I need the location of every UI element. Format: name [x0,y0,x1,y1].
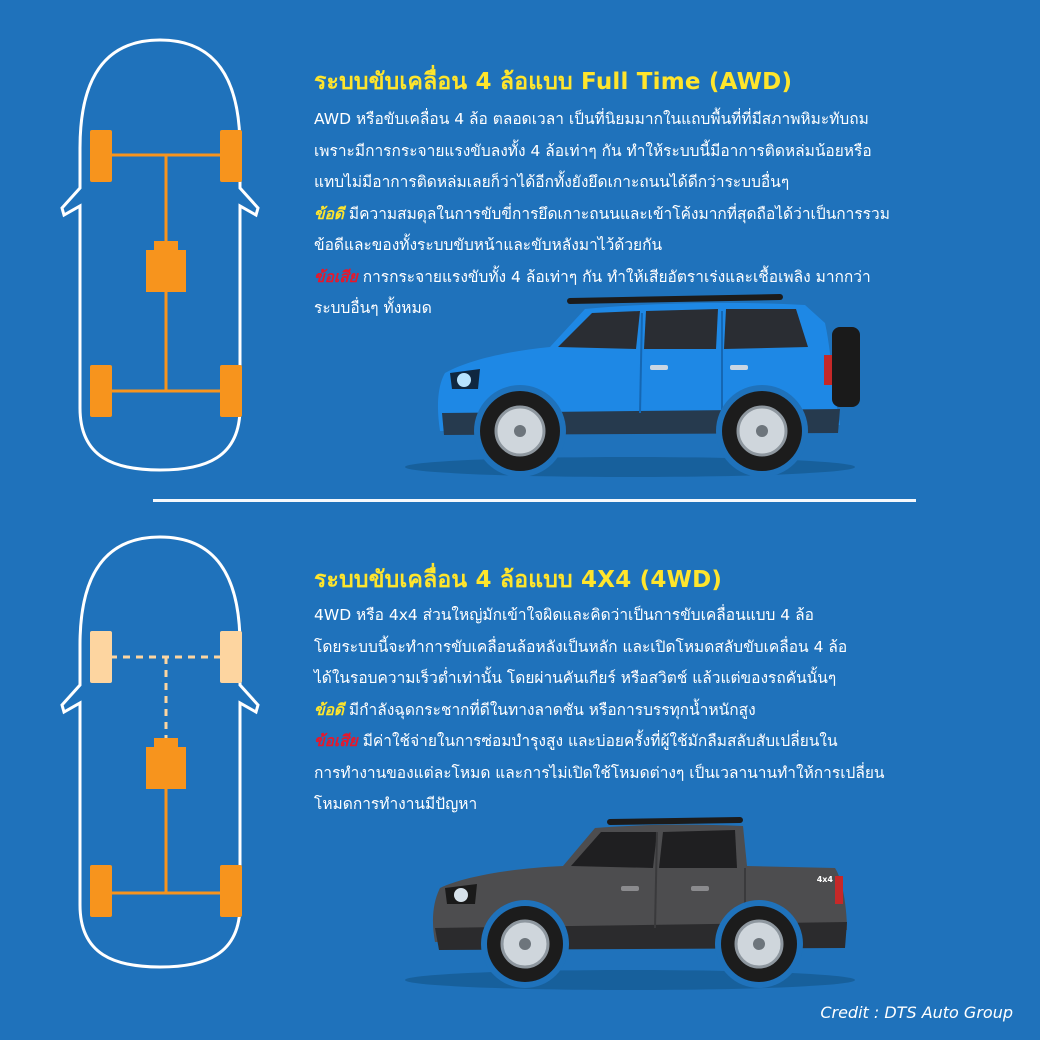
pickup-illustration: 4x4 [405,817,855,990]
pickup-door-line [654,831,658,929]
suv-spare-tire [832,327,860,407]
awd-pro-row: ข้อดี มีความสมดุลในการขับขี่การยึดเกาะถน… [314,199,1014,231]
pickup-rear-hub [753,938,765,950]
pickup-front-door-handle [621,886,639,891]
suv-roof-rack [567,294,783,304]
pickup-roof-rack [607,817,743,825]
pickup-rear-door-handle [691,886,709,891]
4wd-con-text-1: มีค่าใช้จ่ายในการซ่อมบำรุงสูง และบ่อยครั… [362,732,838,750]
4wd-section-body: 4WD หรือ 4x4 ส่วนใหญ่มักเข้าใจผิดและคิดว… [314,600,1014,821]
rear-left-wheel [90,365,112,417]
awd-pro-text-2: ข้อดีและของทั้งระบบขับหน้าและขับหลังมาไว… [314,236,663,254]
suv-front-hub [514,425,526,437]
front-left-wheel [90,130,112,182]
transfer-case-top [154,241,178,251]
awd-drivetrain-diagram [60,38,260,472]
awd-section-body: AWD หรือขับเคลื่อน 4 ล้อ ตลอดเวลา เป็นที… [314,104,1014,325]
rear-right-wheel [220,865,242,917]
4wd-pro-text-1: มีกำลังฉุดกระชากที่ดีในทางลาดชัน หรือการ… [348,700,756,719]
suv-front-window [644,309,718,349]
pickup-front-hub [519,938,531,950]
section-divider [153,499,916,502]
front-left-wheel-inactive [90,631,112,683]
suv-tail-light [824,355,834,385]
transfer-case [146,250,186,292]
rear-left-wheel [90,865,112,917]
4wd-pro-row: ข้อดี มีกำลังฉุดกระชากที่ดีในทางลาดชัน ห… [314,695,1014,727]
4wd-con-text-2: การทำงานของแต่ละโหมด และการไม่เปิดใช้โหม… [314,763,885,782]
awd-con-text-1: การกระจายแรงขับทั้ง 4 ล้อเท่าๆ กัน ทำให้… [362,267,871,286]
suv-illustration [405,294,860,477]
suv-rear-window [724,309,808,349]
4wd-con-row: ข้อเสีย มีค่าใช้จ่ายในการซ่อมบำรุงสูง แล… [314,726,1014,758]
suv-headlight-lens [457,373,471,387]
suv-door-line-front [639,312,643,414]
rear-right-wheel [220,365,242,417]
suv-windshield [558,311,640,349]
awd-pro-text-1: มีความสมดุลในการขับขี่การยึดเกาะถนนและเข… [348,204,890,223]
credit-text: Credit : DTS Auto Group [820,1003,1013,1022]
pickup-4x4-badge: 4x4 [817,875,834,884]
pickup-headlight-lens [454,888,468,902]
awd-section-title: ระบบขับเคลื่อน 4 ล้อแบบ Full Time (AWD) [314,69,793,95]
pickup-windshield [571,832,657,868]
awd-line-1: AWD หรือขับเคลื่อน 4 ล้อ ตลอดเวลา เป็นที… [314,110,869,128]
4wd-con-text-3: โหมดการทำงานมีปัญหา [314,795,478,813]
pickup-cab-window [659,830,737,868]
4wd-con-label: ข้อเสีย [314,732,358,750]
awd-line-3: แทบไม่มีอาการติดหล่มเลยก็ว่าได้อีกทั้งยั… [314,173,790,191]
awd-con-label: ข้อเสีย [314,267,358,286]
4wd-section-title: ระบบขับเคลื่อน 4 ล้อแบบ 4X4 (4WD) [314,567,723,593]
suv-rear-hub [756,425,768,437]
pickup-tail-light [835,876,843,904]
front-right-wheel-inactive [220,631,242,683]
suv-rear-door-handle [730,365,748,370]
4wd-line-2: โดยระบบนี้จะทำการขับเคลื่อนล้อหลังเป็นหล… [314,637,848,656]
transfer-case-top [154,738,178,748]
suv-front-door-handle [650,365,668,370]
awd-pro-label: ข้อดี [314,204,344,223]
car-outline-top-view [60,535,260,969]
car-outline-top-view [60,38,260,472]
4wd-line-3: ได้ในรอบความเร็วต่ำเท่านั้น โดยผ่านคันเก… [314,669,837,687]
4wd-drivetrain-diagram [60,535,260,969]
4wd-line-1: 4WD หรือ 4x4 ส่วนใหญ่มักเข้าใจผิดและคิดว… [314,606,814,624]
transfer-case [146,747,186,789]
awd-line-2: เพราะมีการกระจายแรงขับลงทั้ง 4 ล้อเท่าๆ … [314,141,872,160]
awd-con-row: ข้อเสีย การกระจายแรงขับทั้ง 4 ล้อเท่าๆ ก… [314,262,1014,294]
4wd-pro-label: ข้อดี [314,700,344,719]
front-right-wheel [220,130,242,182]
awd-con-text-2: ระบบอื่นๆ ทั้งหมด [314,299,432,317]
